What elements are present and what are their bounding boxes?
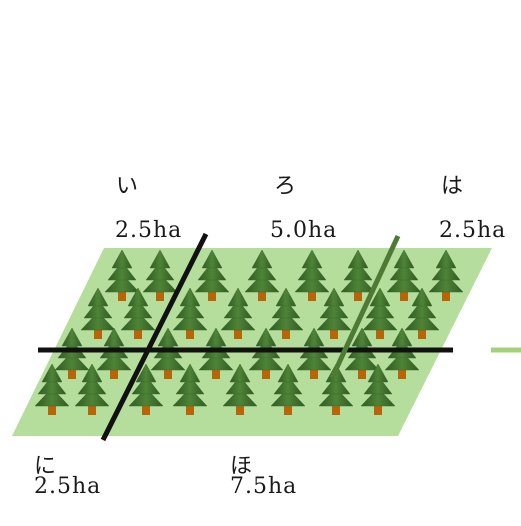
conifer-tree-icon <box>172 287 208 339</box>
parcel-ho-area: 7.5ha <box>230 474 298 499</box>
conifer-tree-icon <box>54 327 90 379</box>
conifer-tree-icon <box>294 249 330 301</box>
conifer-tree-icon <box>386 249 422 301</box>
conifer-tree-icon <box>360 363 396 415</box>
parcel-ro-name: ろ <box>274 174 298 199</box>
left-diagonal-boundary-line <box>100 232 209 442</box>
conifer-tree-icon <box>270 363 306 415</box>
conifer-tree-icon <box>316 287 352 339</box>
conifer-tree-icon <box>340 249 376 301</box>
conifer-tree-icon <box>362 287 398 339</box>
conifer-tree-icon <box>194 249 230 301</box>
conifer-tree-icon <box>428 249 464 301</box>
parcel-ni-name: に <box>34 454 58 479</box>
parcel-ho-name: ほ <box>230 454 254 479</box>
conifer-tree-icon <box>244 249 280 301</box>
conifer-tree-icon <box>34 363 70 415</box>
conifer-tree-icon <box>220 287 256 339</box>
conifer-tree-icon <box>222 363 258 415</box>
conifer-tree-icon <box>404 287 440 339</box>
conifer-tree-icon <box>120 287 156 339</box>
conifer-tree-icon <box>268 287 304 339</box>
parcel-i-area: 2.5ha <box>115 218 183 243</box>
parcel-ha-name: は <box>441 174 465 199</box>
right-diagonal-boundary-line <box>329 234 401 380</box>
conifer-tree-icon <box>104 249 140 301</box>
conifer-tree-icon <box>128 363 164 415</box>
parcel-i-name: い <box>116 174 140 199</box>
conifer-tree-icon <box>80 287 116 339</box>
parcel-ro-area: 5.0ha <box>270 218 338 243</box>
conifer-tree-icon <box>142 249 178 301</box>
parcel-ni-area: 2.5ha <box>34 474 102 499</box>
parcel-ha-area: 2.5ha <box>439 218 507 243</box>
conifer-tree-icon <box>74 363 110 415</box>
conifer-tree-icon <box>172 363 208 415</box>
